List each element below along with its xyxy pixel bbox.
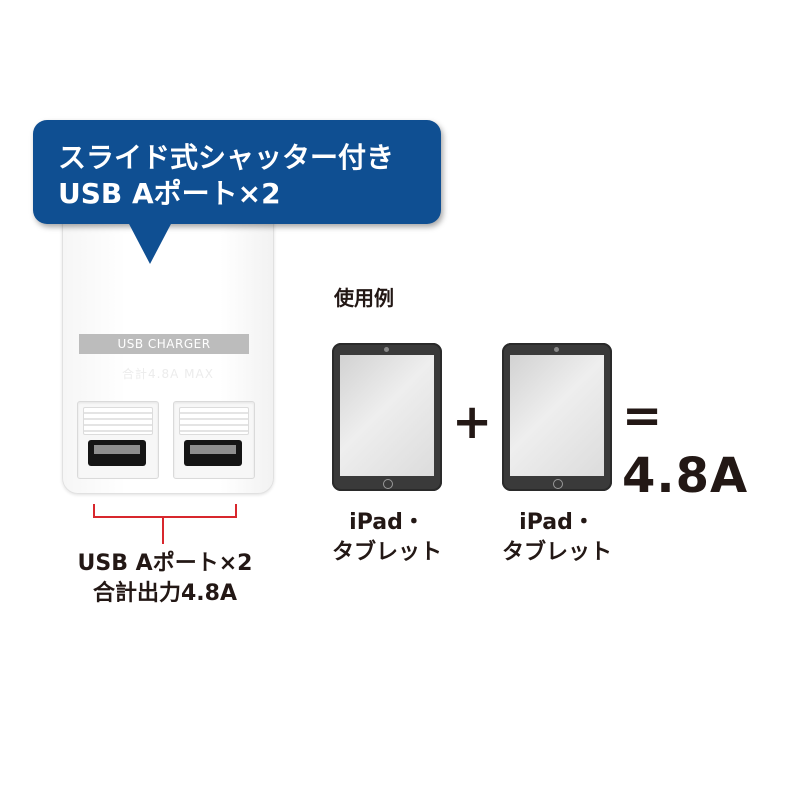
charger-label: USB CHARGER	[79, 334, 249, 354]
bracket-stem	[162, 517, 164, 544]
home-button-icon	[383, 479, 393, 489]
usb-port-left	[77, 401, 159, 479]
camera-icon	[384, 347, 389, 352]
total-output-text: = 4.8A	[622, 388, 749, 504]
slide-shutter	[179, 407, 249, 435]
port-caption-line-1: USB Aポート×2	[77, 551, 253, 576]
port-bracket	[93, 504, 237, 518]
callout-line-1: スライド式シャッター付き	[58, 141, 395, 174]
slide-shutter	[83, 407, 153, 435]
port-caption-line-2: 合計出力4.8A	[93, 581, 237, 606]
tablet-screen	[510, 355, 604, 476]
callout-bubble	[33, 120, 441, 224]
usb-socket-tongue	[94, 445, 140, 454]
tablet-screen	[340, 355, 434, 476]
home-button-icon	[553, 479, 563, 489]
port-caption: USB Aポート×2 合計出力4.8A	[50, 549, 280, 609]
usb-port-right	[173, 401, 255, 479]
tablet-label-1: iPad・ タブレット	[317, 508, 457, 568]
tablet-label-2: iPad・ タブレット	[487, 508, 627, 568]
usb-socket-tongue	[190, 445, 236, 454]
camera-icon	[554, 347, 559, 352]
usb-a-socket	[184, 440, 242, 466]
usage-title: 使用例	[334, 286, 394, 310]
tablet-label-line-1: iPad・	[349, 510, 425, 535]
callout-tail	[128, 222, 172, 264]
charger-output-text: 合計4.8A MAX	[122, 367, 214, 381]
tablet-icon	[332, 343, 442, 491]
tablet-label-line-1: iPad・	[519, 510, 595, 535]
usb-a-socket	[88, 440, 146, 466]
tablet-label-line-2: タブレット	[501, 540, 612, 565]
plus-sign: +	[452, 394, 493, 450]
tablet-label-line-2: タブレット	[331, 540, 442, 565]
callout-text: スライド式シャッター付き USB Aポート×2	[58, 140, 438, 212]
callout-line-2: USB Aポート×2	[58, 177, 281, 210]
tablet-icon	[502, 343, 612, 491]
